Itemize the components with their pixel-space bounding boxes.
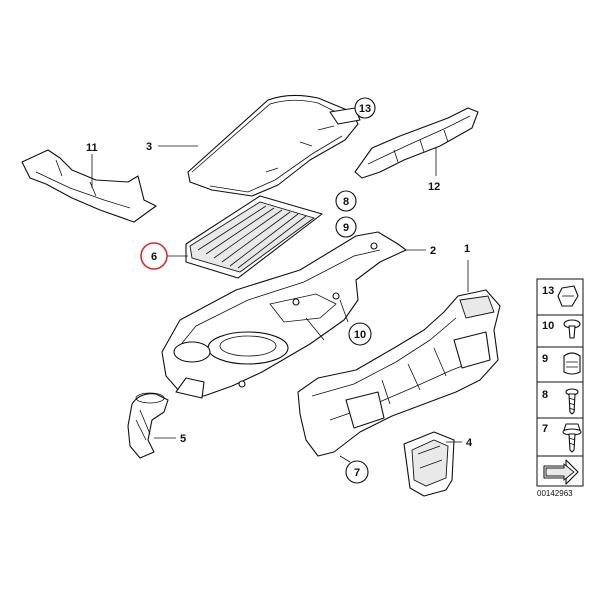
callout-9: 9 <box>335 216 357 238</box>
legend-label-13: 13 <box>542 285 554 297</box>
callout-8: 8 <box>335 190 357 212</box>
clip-nut-icon <box>557 285 579 307</box>
grommet-icon <box>563 352 581 375</box>
svg-text:9: 9 <box>343 222 349 234</box>
svg-text:6: 6 <box>151 251 157 263</box>
legend-label-10: 10 <box>542 320 554 332</box>
part-4-duct-adapter <box>403 431 455 497</box>
direction-arrow-icon <box>543 459 579 485</box>
callout-5: 5 <box>180 433 186 445</box>
part-12-bracket <box>354 107 479 179</box>
part-1-intake-duct <box>297 289 501 457</box>
part-2-lower-housing <box>161 231 407 399</box>
callout-1: 1 <box>464 243 470 255</box>
callout-11: 11 <box>86 142 98 154</box>
callout-6-highlighted: 6 <box>140 242 168 270</box>
legend-label-9: 9 <box>542 353 548 365</box>
part-3-housing-cover <box>187 94 361 197</box>
part-11-duct <box>21 149 157 223</box>
legend-label-8: 8 <box>542 389 548 401</box>
callout-3: 3 <box>146 141 152 153</box>
part-5-intake-elbow <box>127 392 169 459</box>
hex-bolt-icon <box>562 423 582 453</box>
callout-13: 13 <box>354 97 376 119</box>
push-rivet-icon <box>563 319 581 339</box>
svg-text:10: 10 <box>354 329 366 341</box>
document-id: 00142963 <box>537 489 573 498</box>
legend-label-7: 7 <box>542 423 548 435</box>
svg-text:8: 8 <box>343 196 349 208</box>
callout-7: 7 <box>345 460 369 484</box>
callout-10: 10 <box>348 322 372 346</box>
svg-text:7: 7 <box>354 467 360 479</box>
svg-text:13: 13 <box>359 103 371 115</box>
callout-4: 4 <box>466 437 473 449</box>
callout-12: 12 <box>428 181 440 193</box>
part-6-filter-element <box>185 195 323 279</box>
fastener-legend: 13 10 9 8 7 <box>536 278 584 487</box>
callout-2: 2 <box>430 245 436 257</box>
screw-icon <box>565 388 579 415</box>
